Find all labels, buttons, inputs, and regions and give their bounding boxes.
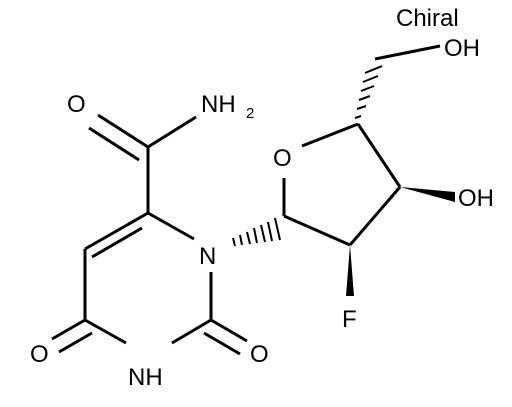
atom-oh-top: OH <box>444 35 480 62</box>
bond-amide-c-o-2 <box>88 126 140 162</box>
bond-c4-n3 <box>84 318 127 345</box>
atom-f: F <box>342 306 357 333</box>
bond-c6-c5 <box>84 211 149 251</box>
wedge-c3-oh <box>400 187 455 202</box>
atom-nh2: NH <box>201 91 236 118</box>
atom-amide-o: O <box>67 91 86 118</box>
bond-c6-n1 <box>147 211 195 241</box>
bond-c4-o-1 <box>51 318 86 341</box>
bond-amide-c-nh2 <box>147 115 197 149</box>
atom-oh-mid: OH <box>458 185 494 212</box>
atom-ring-o: O <box>273 145 292 172</box>
bond-ringo-c4 <box>301 122 359 148</box>
bond-c6-c5-inner <box>91 226 143 259</box>
bond-c3-c2 <box>348 186 402 246</box>
atom-n1: N <box>199 243 216 270</box>
bond-n3-c2 <box>171 318 212 345</box>
bond-c2-o-2 <box>203 331 241 356</box>
atom-o-right: O <box>250 341 269 368</box>
atom-nh2-subscript: 2 <box>246 105 254 122</box>
bond-c2-o-1 <box>210 318 248 343</box>
atom-labels: Chiral NH 2 O O OH OH N F NH O O <box>30 5 494 391</box>
bond-c4-o-2 <box>58 331 93 354</box>
bond-c2-c1 <box>283 214 351 247</box>
atom-nh: NH <box>128 364 163 391</box>
wedge-c2-f <box>346 245 354 296</box>
bond-c4-c3 <box>356 123 402 188</box>
bond-amide-c-o-1 <box>97 113 149 149</box>
hashed-wedge-c4-c5 <box>354 65 383 119</box>
atom-o-left: O <box>30 341 49 368</box>
chiral-label: Chiral <box>396 5 459 32</box>
bonds <box>51 44 455 356</box>
bond-c5-oh <box>374 44 441 61</box>
hashed-wedge-n1-c1 <box>232 217 281 247</box>
